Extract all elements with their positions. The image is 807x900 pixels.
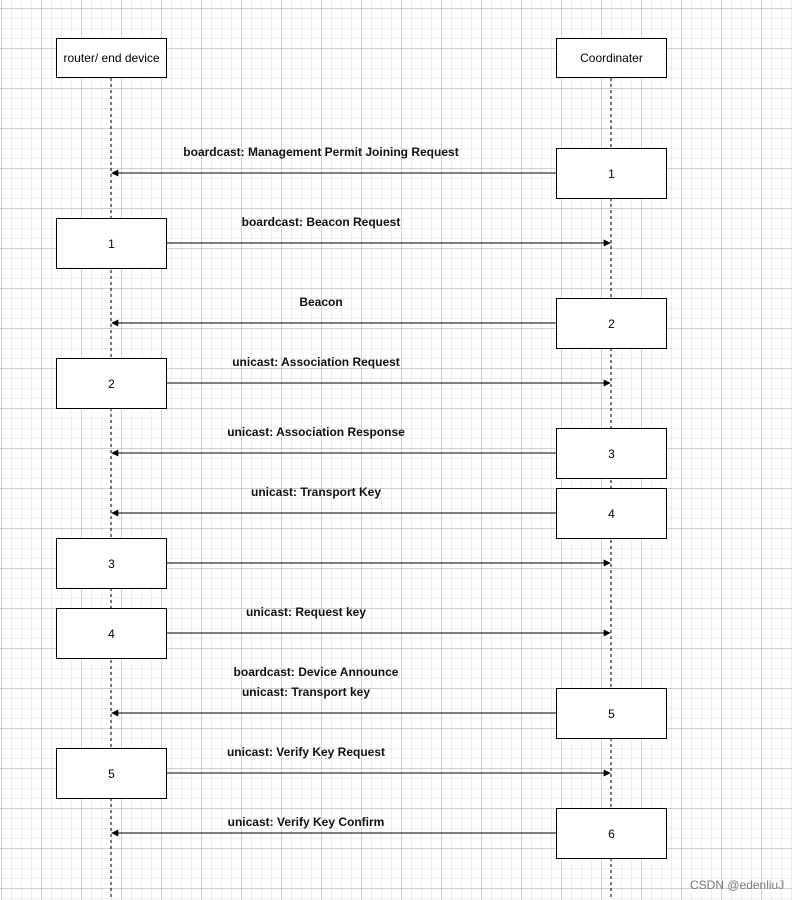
message-label: boardcast: Beacon Request xyxy=(241,215,401,229)
message-label: unicast: Transport Key xyxy=(250,485,382,499)
message-label: unicast: Association Response xyxy=(227,425,405,439)
message-label: unicast: Association Request xyxy=(232,355,400,369)
message-label: unicast: Verify Key Request xyxy=(226,745,386,759)
coordinator-step-3: 3 xyxy=(556,428,667,479)
page-edge xyxy=(792,0,807,900)
coordinator-step-5: 5 xyxy=(556,688,667,739)
message-label: Beacon xyxy=(299,295,343,309)
device-step-5: 5 xyxy=(56,748,167,799)
message-label: unicast: Transport key xyxy=(241,685,371,699)
device-step-2: 2 xyxy=(56,358,167,409)
participant-router: router/ end device xyxy=(56,38,167,78)
participant-coordinater: Coordinater xyxy=(556,38,667,78)
message-label: boardcast: Device Announce xyxy=(233,665,399,679)
coordinator-step-6: 6 xyxy=(556,808,667,859)
message-label: unicast: Request key xyxy=(245,605,367,619)
coordinator-step-2: 2 xyxy=(556,298,667,349)
coordinator-step-4: 4 xyxy=(556,488,667,539)
watermark: CSDN @edenliuJ xyxy=(690,878,785,892)
coordinator-step-1: 1 xyxy=(556,148,667,199)
message-label: boardcast: Management Permit Joining Req… xyxy=(183,145,459,159)
device-step-3: 3 xyxy=(56,538,167,589)
device-step-1: 1 xyxy=(56,218,167,269)
message-label: unicast: Verify Key Confirm xyxy=(227,815,385,829)
device-step-4: 4 xyxy=(56,608,167,659)
